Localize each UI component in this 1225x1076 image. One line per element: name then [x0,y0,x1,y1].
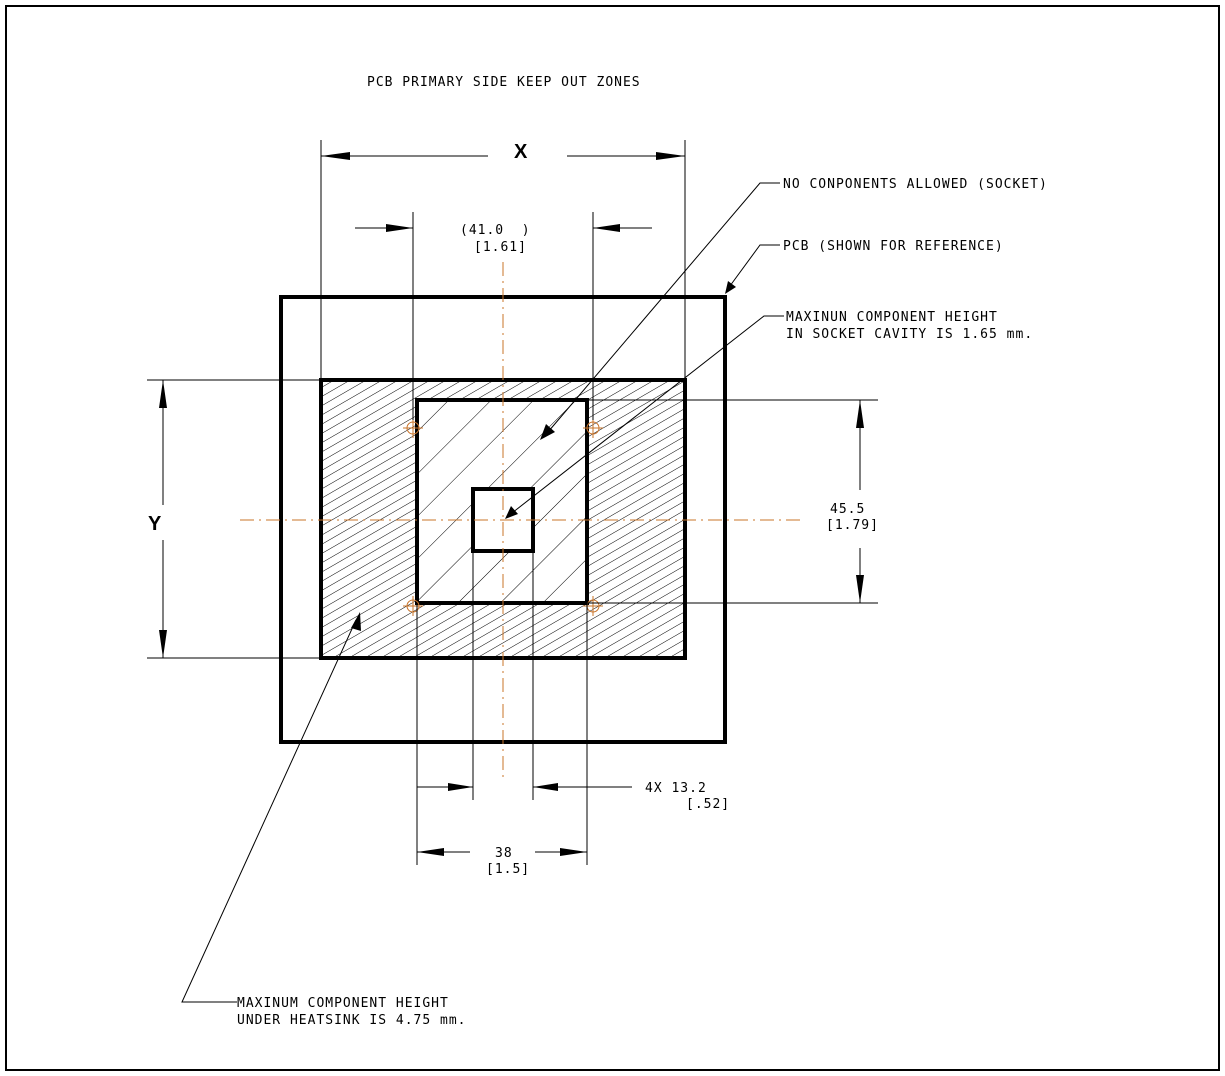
height-in: [1.79] [826,518,879,533]
spacing-dimension: 4X 13.2 [.52] [416,551,730,865]
mounting-hole-markers [403,418,603,616]
callout-heatsink-line1: MAXINUM COMPONENT HEIGHT [237,996,449,1011]
socket-zone [415,398,589,605]
spacing-mm: 4X 13.2 [645,781,707,796]
callout-leaders [181,182,784,1003]
spacing-in: [.52] [686,797,730,812]
drawing-title: PCB PRIMARY SIDE KEEP OUT ZONES [367,75,641,90]
y-dimension-label: Y [148,513,162,535]
y-dimension: Y [147,379,321,659]
height-dimension: 45.5 [1.79] [587,399,879,604]
inner-width-in: [1.61] [474,240,527,255]
callout-socket-cavity-line1: MAXINUN COMPONENT HEIGHT [786,310,998,325]
x-dimension: X [320,140,686,380]
inner-width-mm: (41.0 ) [460,223,531,238]
inner-width-dimension: (41.0 ) [1.61] [355,212,652,420]
socket-width-dimension: 38 [1.5] [416,800,587,877]
x-dimension-label: X [514,141,528,163]
socket-width-mm: 38 [495,846,513,861]
callout-heatsink-line2: UNDER HEATSINK IS 4.75 mm. [237,1013,467,1028]
socket-width-in: [1.5] [486,862,530,877]
callout-pcb-reference: PCB (SHOWN FOR REFERENCE) [783,239,1004,254]
height-mm: 45.5 [830,502,865,517]
page-border [5,5,1220,1071]
callout-no-components: NO CONPONENTS ALLOWED (SOCKET) [783,177,1048,192]
callout-socket-cavity-line2: IN SOCKET CAVITY IS 1.65 mm. [786,327,1033,342]
